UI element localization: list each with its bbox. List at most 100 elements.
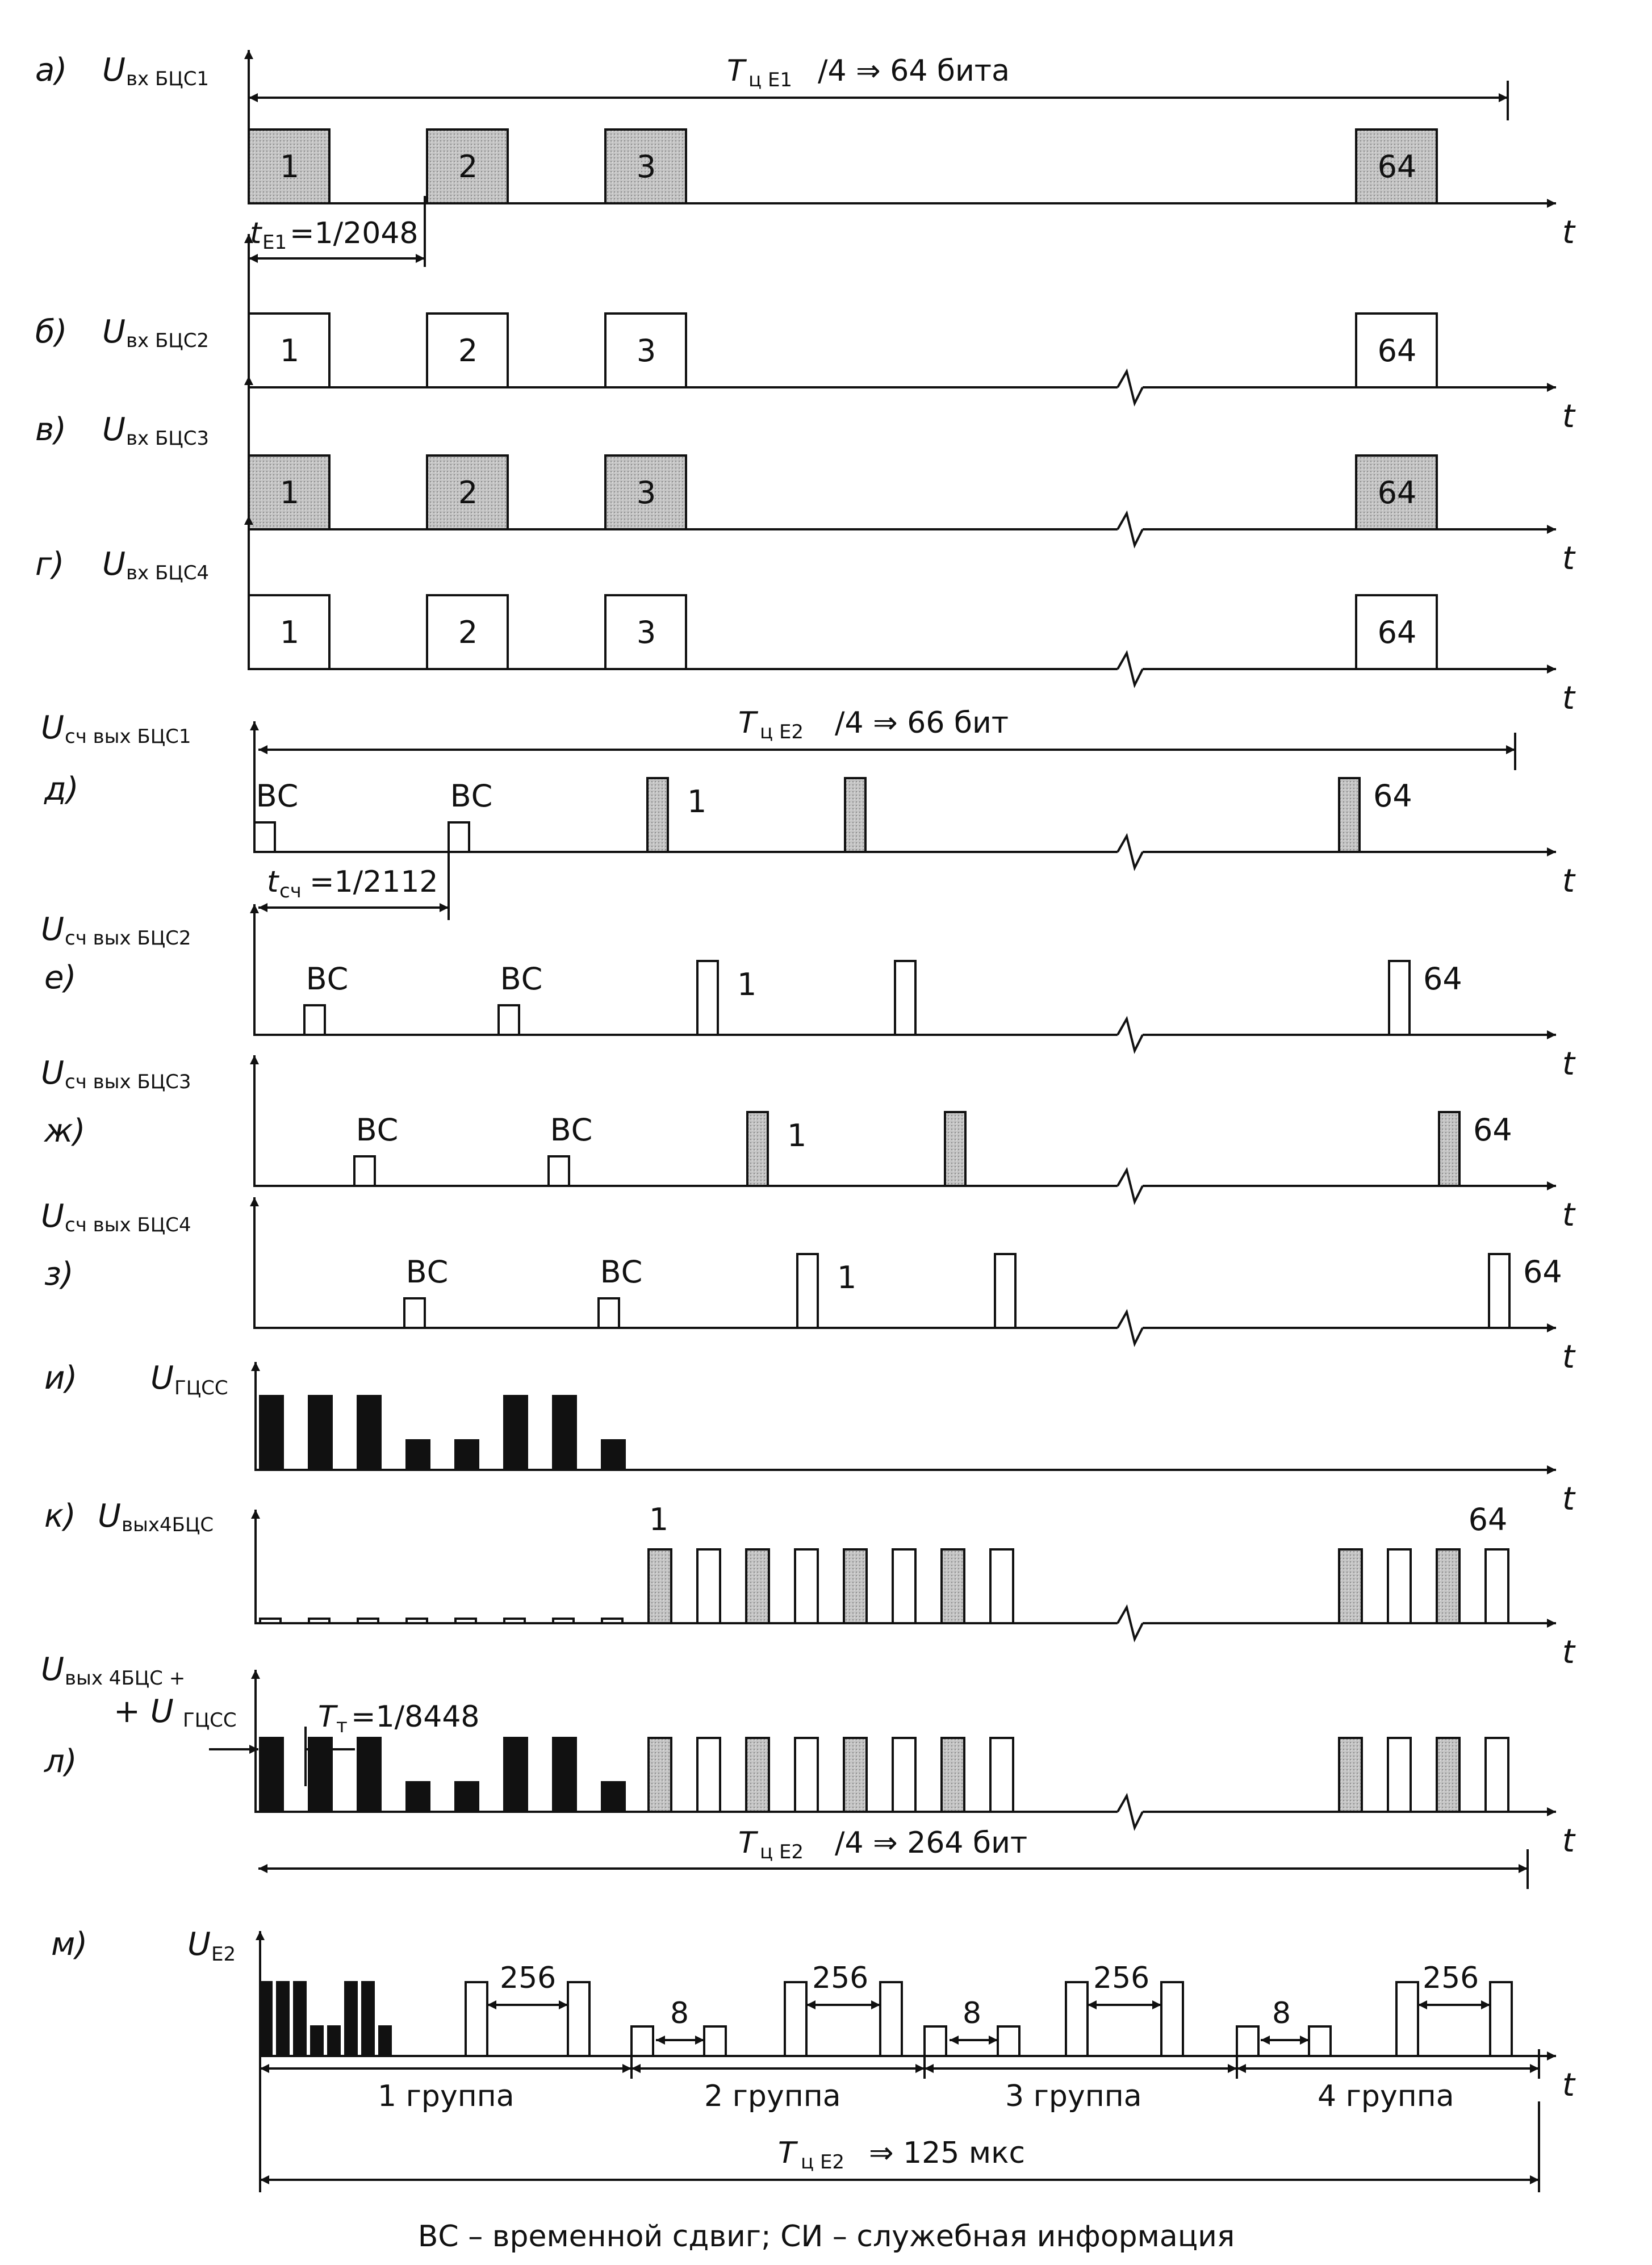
row-g-pulse-label-3: 3 (637, 615, 656, 650)
row-m-black-8 (378, 2025, 392, 2057)
row-a-pulse-label-2: 2 (458, 149, 478, 185)
row-z-bc-pulse-1 (403, 1297, 426, 1329)
row-m-g4-si-2 (1308, 2025, 1332, 2057)
row-z-bc-label-1: ВС (406, 1254, 449, 1290)
row-z-data-pulse-2 (994, 1253, 1017, 1329)
m-period-text: ⇒ 125 мкс (869, 2136, 1025, 2170)
signal-symbol-z: U (41, 1198, 64, 1235)
row-e-t-label: t (1562, 1046, 1576, 1083)
row-zh-data-pulse-2 (944, 1111, 967, 1187)
m-gap-256-4: 256 (1423, 1961, 1479, 1995)
row-e-data-pulse-1 (696, 960, 719, 1036)
row-v-pulse-2 (426, 454, 509, 530)
row-d-data-pulse-2 (844, 777, 867, 853)
row-z-data-pulse-3 (1488, 1253, 1511, 1329)
caption: ВС – временной сдвиг; СИ – служебная инф… (418, 2220, 1235, 2254)
row-v-pulse-64 (1355, 454, 1438, 530)
row-k-pulse-6 (892, 1548, 917, 1624)
row-zh-pulse-label-64: 64 (1473, 1112, 1512, 1148)
row-k-bc-4 (405, 1618, 428, 1624)
row-l-pulse-6 (892, 1737, 917, 1813)
row-g-pulse-64 (1355, 594, 1438, 670)
a-period-text: /4 ⇒ 64 бита (818, 54, 1010, 88)
row-v-pulse-label-64: 64 (1378, 475, 1417, 511)
row-a-pulse-label-64: 64 (1378, 149, 1417, 185)
row-m-g4-end (1489, 1981, 1513, 2057)
row-d-pulse-label-1: 1 (687, 784, 706, 820)
d-bit-sub: сч (279, 880, 302, 902)
row-zh-axis-break (1116, 1167, 1144, 1205)
row-b-axis-break (1116, 368, 1144, 407)
row-l-black-6 (503, 1737, 528, 1813)
row-zh-t-label: t (1562, 1197, 1576, 1234)
row-l-pulse-4 (794, 1737, 819, 1813)
l-period-sub: ц E2 (760, 1841, 804, 1863)
row-d-bc-pulse-1 (253, 821, 276, 853)
signal-symbol-m: U (187, 1926, 211, 1963)
row-g-pulse-label-1: 1 (280, 615, 299, 650)
row-k-end-pulse-1 (1338, 1548, 1363, 1624)
row-g-pulse-2 (426, 594, 509, 670)
row-a-t-label: t (1562, 214, 1576, 251)
row-b-pulse-label-1: 1 (280, 333, 299, 369)
row-e-pulse-label-1: 1 (737, 967, 756, 1002)
signal-sub3-l: ГЦСС (183, 1709, 237, 1732)
row-a-pulse-3 (604, 128, 687, 204)
row-i-bar-6 (503, 1395, 528, 1471)
row-v-pulse-label-1: 1 (280, 475, 299, 511)
row-m-g1-start (465, 1981, 488, 2057)
row-k-bc-8 (601, 1618, 624, 1624)
m-gap-8-3: 8 (1272, 1996, 1291, 2030)
row-m-black-7 (361, 1981, 375, 2057)
row-d-bc-label-2: ВС (450, 778, 493, 814)
row-l-t-label: t (1562, 1823, 1576, 1859)
row-k-label-1: 1 (649, 1502, 668, 1537)
row-k-bc-7 (552, 1618, 575, 1624)
row-k-bc-1 (259, 1618, 282, 1624)
d-bit-text: =1/2112 (310, 865, 438, 899)
row-m-black-1 (259, 1981, 273, 2057)
row-v-pulse-3 (604, 454, 687, 530)
row-m-g1-end (567, 1981, 591, 2057)
row-d-bc-pulse-2 (447, 821, 470, 853)
row-m-g2-si-1 (630, 2025, 654, 2057)
row-v-axis-break (1116, 510, 1144, 549)
row-letter-a: а) (35, 52, 67, 89)
signal-symbol-l: U (41, 1651, 64, 1688)
row-letter-e: е) (44, 959, 76, 996)
row-l-black-2 (308, 1737, 333, 1813)
row-z-axis-break (1116, 1309, 1144, 1347)
row-k-axis-break (1116, 1604, 1144, 1643)
row-k-bc-2 (308, 1618, 331, 1624)
l-period-text: /4 ⇒ 264 бит (835, 1826, 1027, 1860)
row-l-axis-break (1116, 1792, 1144, 1831)
row-v-pulse-1 (248, 454, 331, 530)
row-l-pulse-3 (745, 1737, 770, 1813)
row-m-black-2 (276, 1981, 290, 2057)
row-d-data-pulse-3 (1338, 777, 1361, 853)
row-v-pulse-label-2: 2 (458, 475, 478, 511)
row-b-pulse-1 (248, 312, 331, 388)
row-a-pulse-label-3: 3 (637, 149, 656, 185)
row-k-pulse-8 (989, 1548, 1014, 1624)
row-m-g2-si-2 (703, 2025, 727, 2057)
signal-sub-i: ГЦСС (174, 1377, 228, 1399)
row-zh-bc-pulse-1 (353, 1155, 376, 1187)
signal-sub-g: вх БЦС4 (126, 562, 209, 584)
a-period-sub: ц E1 (748, 69, 792, 91)
signal-symbol-d: U (41, 709, 64, 746)
row-e-bc-label-1: ВС (306, 961, 349, 997)
row-i-bar-7 (552, 1395, 577, 1471)
row-k-end-pulse-4 (1484, 1548, 1509, 1624)
row-m-g3-si-2 (997, 2025, 1021, 2057)
signal-symbol-zh: U (41, 1055, 64, 1092)
row-m-g4-start (1395, 1981, 1419, 2057)
row-letter-v: в) (35, 411, 66, 448)
row-g-pulse-1 (248, 594, 331, 670)
row-d-t-label: t (1562, 863, 1576, 900)
a-period-sym: T (727, 54, 747, 88)
row-letter-l: л) (44, 1743, 77, 1780)
row-k-pulse-1 (647, 1548, 672, 1624)
row-a-pulse-64 (1355, 128, 1438, 204)
row-l-pulse-1 (647, 1737, 672, 1813)
